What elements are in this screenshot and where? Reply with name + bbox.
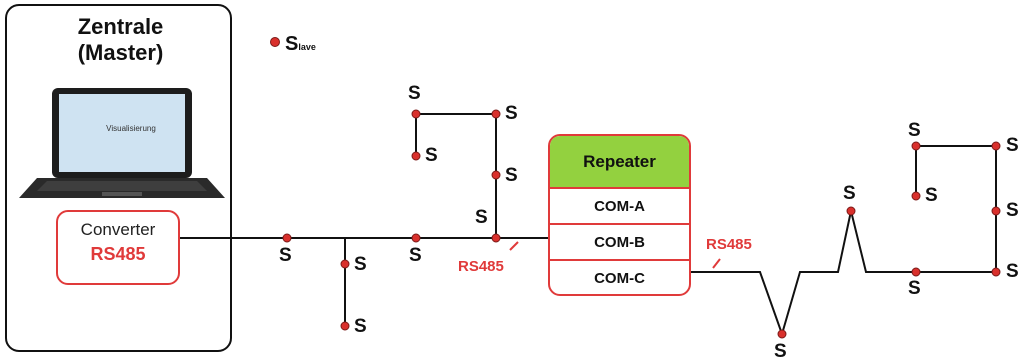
master-title-line1: Zentrale [77, 14, 164, 39]
slave-node [282, 233, 292, 243]
converter-protocol: RS485 [90, 244, 146, 264]
slave-label: S [425, 145, 438, 166]
slave-node [491, 170, 501, 180]
slave-node [340, 321, 350, 331]
converter-box: Converter RS485 [56, 210, 180, 285]
slave-label: S [908, 278, 921, 299]
master-title: Zentrale (Master) [7, 14, 234, 66]
master-title-line2: (Master) [77, 40, 164, 65]
slave-label: S [843, 183, 856, 204]
rs485-label-right: RS485 [706, 236, 752, 253]
slave-label: S [475, 207, 488, 228]
repeater-title: Repeater [550, 136, 689, 189]
slave-node [846, 206, 856, 216]
slave-node [991, 206, 1001, 216]
slave-label: S [1006, 261, 1019, 282]
legend: S lave [270, 33, 316, 56]
slave-label: S [279, 245, 292, 266]
slave-label: S [354, 316, 367, 337]
legend-text: lave [298, 42, 316, 52]
slave-node [991, 267, 1001, 277]
port-com-b: COM-B [550, 225, 689, 261]
slave-node [911, 191, 921, 201]
slave-label: S [505, 103, 518, 124]
slave-label: S [1006, 200, 1019, 221]
slave-node [491, 109, 501, 119]
legend-dot-icon [270, 37, 280, 47]
repeater-box: Repeater COM-A COM-B COM-C [548, 134, 691, 296]
screen-label: Visualisierung [106, 124, 156, 133]
slave-label: S [1006, 135, 1019, 156]
slave-label: S [908, 120, 921, 141]
slave-node [911, 267, 921, 277]
slave-label: S [774, 341, 787, 362]
slave-node [411, 151, 421, 161]
rs485-label-left: RS485 [458, 258, 504, 275]
slave-node [777, 329, 787, 339]
port-com-c: COM-C [594, 269, 645, 287]
slave-label: S [408, 83, 421, 104]
slave-label: S [354, 254, 367, 275]
port-com-a: COM-A [550, 189, 689, 225]
slave-node [491, 233, 501, 243]
slave-node [340, 259, 350, 269]
slave-node [991, 141, 1001, 151]
laptop-icon [19, 88, 225, 198]
slave-node [411, 233, 421, 243]
slave-label: S [925, 185, 938, 206]
slave-node [911, 141, 921, 151]
slave-label: S [409, 245, 422, 266]
legend-symbol: S [285, 33, 299, 55]
slave-label: S [505, 165, 518, 186]
converter-title: Converter [80, 220, 156, 239]
master-box: Zentrale (Master) Visualisierung [5, 4, 232, 352]
slave-node [411, 109, 421, 119]
